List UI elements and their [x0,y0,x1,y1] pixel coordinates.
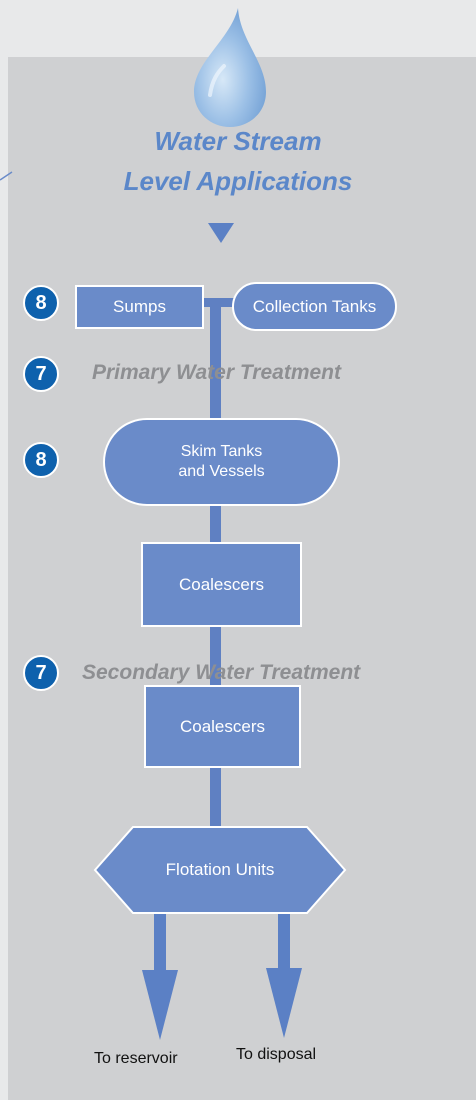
edge-accent-icon [0,171,13,181]
output-disposal-label: To disposal [236,1046,317,1063]
skim-tanks-box: Skim Tanks and Vessels [103,418,340,506]
stage-secondary-label: Secondary Water Treatment [82,661,361,684]
diagram-title-line1: Water Stream [154,126,322,156]
connector-trunk-3 [210,626,221,686]
arrow-to-disposal-icon [266,914,302,1038]
coalescers-primary-box: Coalescers [141,542,302,627]
diagram-title-line2: Level Applications [123,166,353,196]
badge-secondary: 7 [23,655,59,691]
flotation-units-shape [93,826,347,914]
sumps-box: Sumps [75,285,204,329]
badge-primary: 7 [23,356,59,392]
output-reservoir-label: To reservoir [94,1050,178,1067]
coalescers-secondary-box: Coalescers [144,685,301,768]
badge-sumps: 8 [23,285,59,321]
collection-tanks-box: Collection Tanks [232,282,397,331]
stage-primary-label: Primary Water Treatment [92,361,341,384]
skim-tanks-line1: Skim Tanks [180,443,263,460]
connector-trunk-2 [210,505,221,545]
water-drop-icon [194,8,266,127]
badge-skim: 8 [23,442,59,478]
skim-tanks-line2: and Vessels [178,463,265,480]
down-triangle-icon [208,223,234,243]
flotation-units-label: Flotation Units [165,860,275,879]
arrow-to-reservoir-icon [142,914,178,1040]
connector-trunk-1 [210,300,221,420]
connector-trunk-4 [210,766,221,828]
